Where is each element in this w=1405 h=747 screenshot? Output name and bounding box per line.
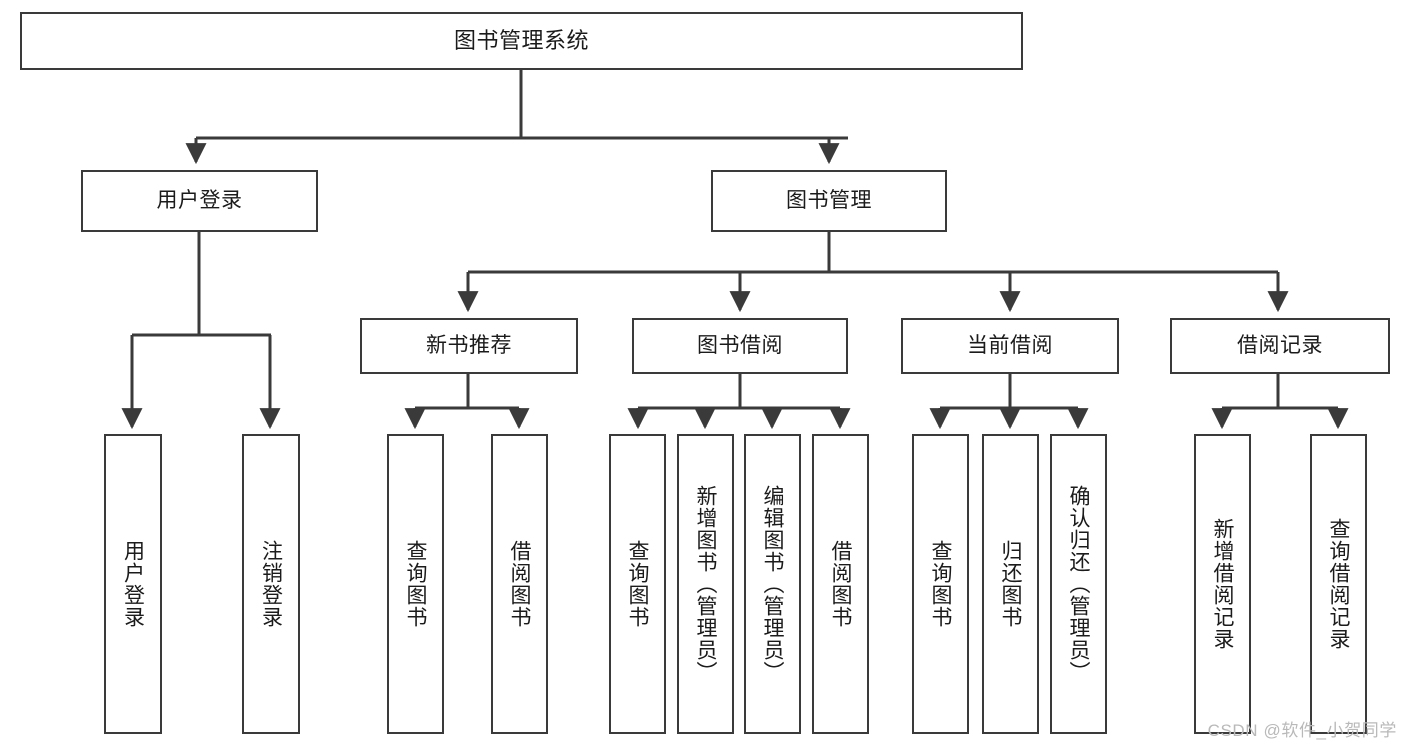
node-book-borrowing[interactable]: 图书借阅 [632, 318, 848, 374]
node-label: 新增借阅记录 [1211, 518, 1235, 650]
node-borrowing-records[interactable]: 借阅记录 [1170, 318, 1390, 374]
node-label: 新增图书（管理员） [694, 485, 718, 683]
leaf-user-login[interactable]: 用户登录 [104, 434, 162, 734]
node-label: 图书借阅 [697, 333, 783, 357]
node-root-book-management-system[interactable]: 图书管理系统 [20, 12, 1023, 70]
node-label: 查询图书 [404, 540, 428, 628]
node-label: 图书管理 [786, 188, 872, 212]
leaf-query-book-current[interactable]: 查询图书 [912, 434, 969, 734]
leaf-query-book-new-rec[interactable]: 查询图书 [387, 434, 444, 734]
node-book-management[interactable]: 图书管理 [711, 170, 947, 232]
node-label: 借阅图书 [829, 540, 853, 628]
node-label: 用户登录 [121, 540, 145, 628]
leaf-query-borrow-record[interactable]: 查询借阅记录 [1310, 434, 1367, 734]
csdn-watermark: CSDN @软件_小贺同学 [1207, 721, 1397, 740]
node-label: 归还图书 [999, 540, 1023, 628]
node-label: 编辑图书（管理员） [761, 485, 785, 683]
node-label: 确认归还（管理员） [1067, 485, 1091, 683]
node-user-login[interactable]: 用户登录 [81, 170, 318, 232]
node-label: 当前借阅 [967, 333, 1053, 357]
node-label: 借阅记录 [1237, 333, 1323, 357]
leaf-logout[interactable]: 注销登录 [242, 434, 300, 734]
node-current-borrowing[interactable]: 当前借阅 [901, 318, 1119, 374]
leaf-borrow-book[interactable]: 借阅图书 [812, 434, 869, 734]
node-label: 图书管理系统 [453, 28, 589, 54]
leaf-return-book[interactable]: 归还图书 [982, 434, 1039, 734]
leaf-add-book-admin[interactable]: 新增图书（管理员） [677, 434, 734, 734]
node-label: 注销登录 [259, 540, 283, 628]
leaf-confirm-return-admin[interactable]: 确认归还（管理员） [1050, 434, 1107, 734]
node-new-book-recommendation[interactable]: 新书推荐 [360, 318, 578, 374]
node-label: 查询图书 [626, 540, 650, 628]
node-label: 用户登录 [156, 188, 243, 212]
node-label: 查询借阅记录 [1327, 518, 1351, 650]
node-label: 新书推荐 [426, 333, 512, 357]
leaf-query-book-borrow[interactable]: 查询图书 [609, 434, 666, 734]
leaf-edit-book-admin[interactable]: 编辑图书（管理员） [744, 434, 801, 734]
node-label: 借阅图书 [508, 540, 532, 628]
leaf-borrow-book-new-rec[interactable]: 借阅图书 [491, 434, 548, 734]
node-label: 查询图书 [929, 540, 953, 628]
leaf-add-borrow-record[interactable]: 新增借阅记录 [1194, 434, 1251, 734]
